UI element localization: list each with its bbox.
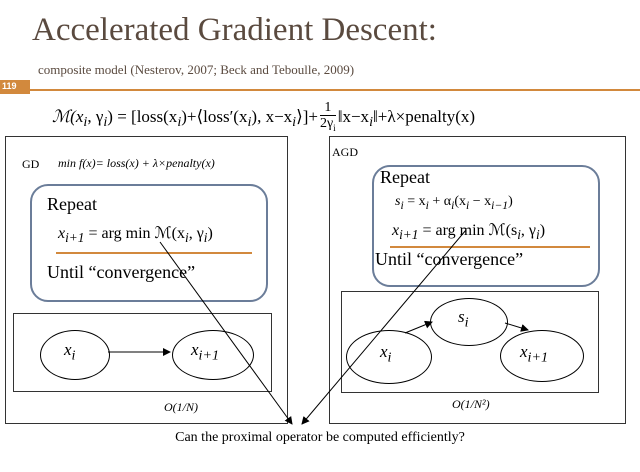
math-sub: i−1 [491,198,509,212]
fraction-numerator: 1 [319,100,336,116]
math-sub: i+1 [65,230,85,246]
gd-node-xi1-label: xi+1 [191,340,219,364]
math-text: = arg min ℳ(x [84,225,185,242]
pointer-arrow-from-gd [159,241,293,425]
page-number-bar: 119 [0,80,640,94]
math-text: , γ [188,225,204,242]
formula-text: +λ×penalty(x) [377,106,476,126]
gd-node-xi1 [172,330,254,380]
agd-momentum-rule: si = xi + αi(xi − xi−1) [395,194,513,212]
gd-repeat-box [30,184,268,302]
formula-text: ℳ(x [52,106,84,126]
gd-repeat-label: Repeat [47,194,97,214]
math-var: x [64,340,72,359]
math-text: (x [454,194,467,209]
math-text: ) [207,225,213,242]
formula-text: , γ [87,106,104,126]
formula-sub: i [247,114,252,131]
agd-edge-xi-si [404,320,433,334]
formula-sub: i [103,114,108,131]
formula-text: ⟩]+ [296,106,318,126]
math-text: + α [428,194,452,209]
slide-subtitle: composite model (Nesterov, 2007; Beck an… [38,62,355,77]
agd-node-xi1-label: xi+1 [520,342,548,366]
bottom-question: Can the proximal operator be computed ef… [175,430,465,445]
math-var: x [191,340,199,359]
math-sub: i+1 [527,349,549,366]
header-divider [30,89,640,91]
gd-update-rule: xi+1 = arg min ℳ(xi, γi) [58,223,213,246]
math-sub: i+1 [198,347,220,364]
formula-sub: i [292,114,297,131]
composite-model-formula: ℳ(xi, γi) = [loss(xi)+⟨loss′(xi), x−xi⟩]… [52,100,475,136]
agd-repeat-label: Repeat [380,167,430,187]
gd-label: GD [22,157,40,171]
math-sub: i+1 [399,227,419,243]
formula-sub: i [369,114,373,131]
formula-text: ‖x−x [337,106,370,126]
math-sub: i [466,198,470,212]
agd-until-label: Until “convergence” [375,249,524,269]
math-var: x [58,225,66,242]
fraction-denominator: 2γ [319,116,334,131]
agd-node-si-label: si [458,307,469,331]
math-text: = arg min ℳ(s [418,222,518,239]
math-sub: i [400,198,404,212]
math-text: , γ [520,222,536,239]
agd-repeat-box [372,165,600,287]
math-text: − x [469,194,492,209]
math-text: ) [508,194,513,209]
formula-text: ‖ [373,106,378,126]
page-number: 119 [2,81,17,91]
math-sub: i [387,349,392,366]
agd-node-xi-label: xi [380,342,391,366]
agd-update-underline [390,246,590,248]
formula-sub: i [177,114,182,131]
pointer-arrow-from-agd [301,229,467,425]
formula-sub: i [83,114,88,131]
agd-complexity: O(1/N²) [452,397,490,411]
math-sub: i [425,198,429,212]
agd-label: AGD [332,145,358,159]
agd-update-rule: xi+1 = arg min ℳ(si, γi) [392,220,545,243]
agd-edge-si-xi1 [504,322,529,332]
math-text: ) [539,222,546,239]
math-sub: i [451,198,455,212]
math-sub: i [535,227,540,243]
gd-objective: min f(x)= loss(x) + λ×penalty(x) [58,156,215,170]
math-var: x [520,342,528,361]
math-sub: i [203,230,208,246]
math-var: s [395,194,401,209]
math-sub: i [184,230,189,246]
gd-until-label: Until “convergence” [47,262,196,282]
formula-text: )+⟨loss′(x [181,106,248,126]
agd-node-xi [346,330,432,384]
agd-node-xi1 [500,330,584,382]
math-var: s [458,307,465,326]
page-number-tab [0,80,30,94]
gd-node-xi-label: xi [64,340,75,364]
math-var: x [392,222,400,239]
slide-title: Accelerated Gradient Descent: [32,12,437,48]
formula-text: ), x−x [251,106,293,126]
math-text: = x [403,194,426,209]
math-sub: i [517,227,521,243]
fraction-denominator-sub: i [333,122,336,133]
formula-text: ) = [loss(x [107,106,178,126]
math-var: x [380,342,388,361]
gd-node-xi [40,330,110,380]
math-sub: i [464,314,469,331]
gd-update-underline [56,252,252,254]
math-sub: i [71,347,76,364]
gd-complexity: O(1/N) [164,400,198,414]
